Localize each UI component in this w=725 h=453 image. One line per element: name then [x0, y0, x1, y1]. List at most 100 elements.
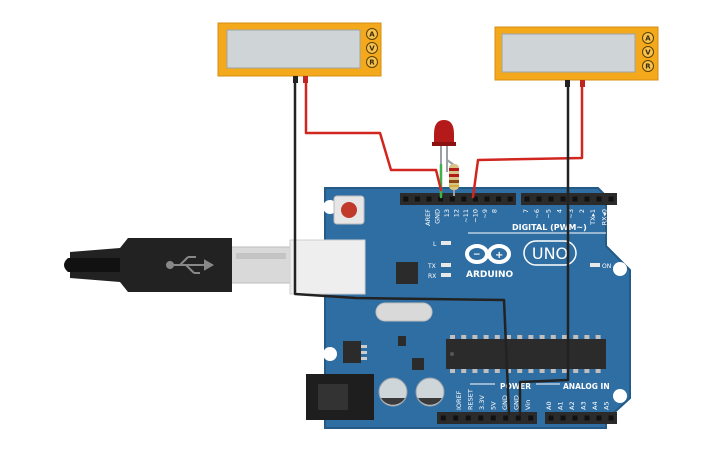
pin-hole[interactable]	[584, 415, 590, 421]
usb-cable-end	[64, 258, 120, 272]
mode-r-button[interactable]	[366, 56, 378, 68]
regulator-pin	[361, 357, 367, 360]
mode-v-button[interactable]	[642, 46, 654, 58]
pin-hole[interactable]	[524, 196, 530, 202]
pin-hole[interactable]	[478, 415, 484, 421]
pin-hole[interactable]	[560, 196, 566, 202]
led-tx	[441, 263, 451, 267]
reset-button[interactable]	[341, 202, 357, 218]
chip-pin	[494, 335, 500, 339]
pin-hole[interactable]	[515, 415, 521, 421]
resistor-band	[449, 168, 459, 171]
chip-pin	[450, 335, 455, 339]
pin-label: ~6	[533, 209, 541, 219]
pin-label: 12	[453, 209, 461, 217]
pin-hole[interactable]	[507, 196, 513, 202]
pin-label: ~3	[567, 209, 575, 219]
resistor-band	[449, 180, 459, 183]
pin-label: A1	[557, 401, 565, 410]
pin-hole[interactable]	[403, 196, 409, 202]
pin-label: 2	[578, 209, 586, 213]
pin-hole[interactable]	[461, 196, 467, 202]
usb-plug-metal	[229, 246, 296, 284]
chip-pin	[483, 335, 489, 339]
component-small	[412, 358, 424, 370]
pin-label: ~11	[462, 209, 470, 223]
mode-label: V	[645, 49, 651, 57]
pin-label: ~10	[472, 209, 480, 223]
led-on	[590, 263, 600, 267]
multimeter-left[interactable]: AVR	[217, 22, 382, 83]
chip-pin	[528, 335, 534, 339]
probe-com	[565, 80, 570, 87]
pin-hole[interactable]	[449, 196, 455, 202]
pin-hole[interactable]	[560, 415, 566, 421]
pin-label: ~9	[481, 209, 489, 219]
led-tx-label: TX	[427, 263, 436, 270]
pin-hole[interactable]	[608, 415, 614, 421]
wire-red-right-meter[interactable]	[471, 78, 584, 199]
mode-a-button[interactable]	[642, 32, 654, 44]
led-rx	[441, 273, 451, 277]
chip-pin	[450, 369, 455, 373]
pin-label: ~5	[544, 209, 552, 219]
pin-hole[interactable]	[453, 415, 459, 421]
chip-pin	[517, 335, 523, 339]
pin-hole[interactable]	[596, 196, 602, 202]
pin-hole[interactable]	[596, 415, 602, 421]
regulator-pin	[361, 345, 367, 348]
chip-pin	[472, 335, 478, 339]
wire-black-right-meter[interactable]	[518, 80, 570, 416]
pin-hole[interactable]	[503, 415, 509, 421]
multimeter-display	[226, 29, 361, 69]
pin-hole[interactable]	[608, 196, 614, 202]
pin-hole[interactable]	[572, 415, 578, 421]
arduino-logo-icon	[465, 244, 511, 264]
mode-label: R	[645, 63, 651, 71]
pin-hole[interactable]	[528, 415, 534, 421]
mode-r-button[interactable]	[642, 60, 654, 72]
pin-label: A2	[568, 401, 576, 410]
mount-hole	[613, 389, 627, 403]
pin-hole[interactable]	[465, 415, 471, 421]
pin-hole[interactable]	[472, 196, 478, 202]
pin-hole[interactable]	[584, 196, 590, 202]
mode-v-button[interactable]	[366, 42, 378, 54]
multimeter-display	[501, 33, 636, 73]
chip-pin	[483, 369, 489, 373]
pin-hole[interactable]	[536, 196, 542, 202]
pin-hole[interactable]	[548, 196, 554, 202]
usb-plug-highlight	[236, 253, 286, 259]
logo-minus: −	[473, 250, 481, 260]
chip-pin	[506, 335, 511, 339]
power-section-label: POWER	[500, 382, 531, 391]
pin-hole[interactable]	[484, 196, 490, 202]
capacitor-mark	[381, 398, 405, 405]
pin-hole[interactable]	[496, 196, 502, 202]
resistor[interactable]	[446, 159, 459, 196]
mount-hole	[323, 347, 337, 361]
probe-pos	[580, 80, 585, 87]
pin-hole[interactable]	[490, 415, 496, 421]
mode-selector: AVR	[642, 32, 654, 72]
chip-pin	[461, 369, 467, 373]
mode-a-button[interactable]	[366, 28, 378, 40]
multimeter-right[interactable]: AVR	[494, 26, 659, 87]
pin-hole[interactable]	[440, 415, 446, 421]
digital-section-label: DIGITAL (PWM~)	[512, 223, 587, 232]
pin-hole[interactable]	[414, 196, 420, 202]
pin-label: 13	[443, 209, 451, 217]
pin-hole[interactable]	[426, 196, 432, 202]
pin-label: 4	[556, 209, 564, 213]
pin-hole[interactable]	[572, 196, 578, 202]
pin-hole[interactable]	[548, 415, 554, 421]
led-l-label: L	[433, 241, 437, 248]
chip-pin	[517, 369, 523, 373]
wire-red-left-meter[interactable]	[304, 78, 443, 192]
pin-hole[interactable]	[438, 196, 444, 202]
wire-black-left-meter[interactable]	[293, 80, 511, 416]
crystal	[375, 302, 433, 322]
